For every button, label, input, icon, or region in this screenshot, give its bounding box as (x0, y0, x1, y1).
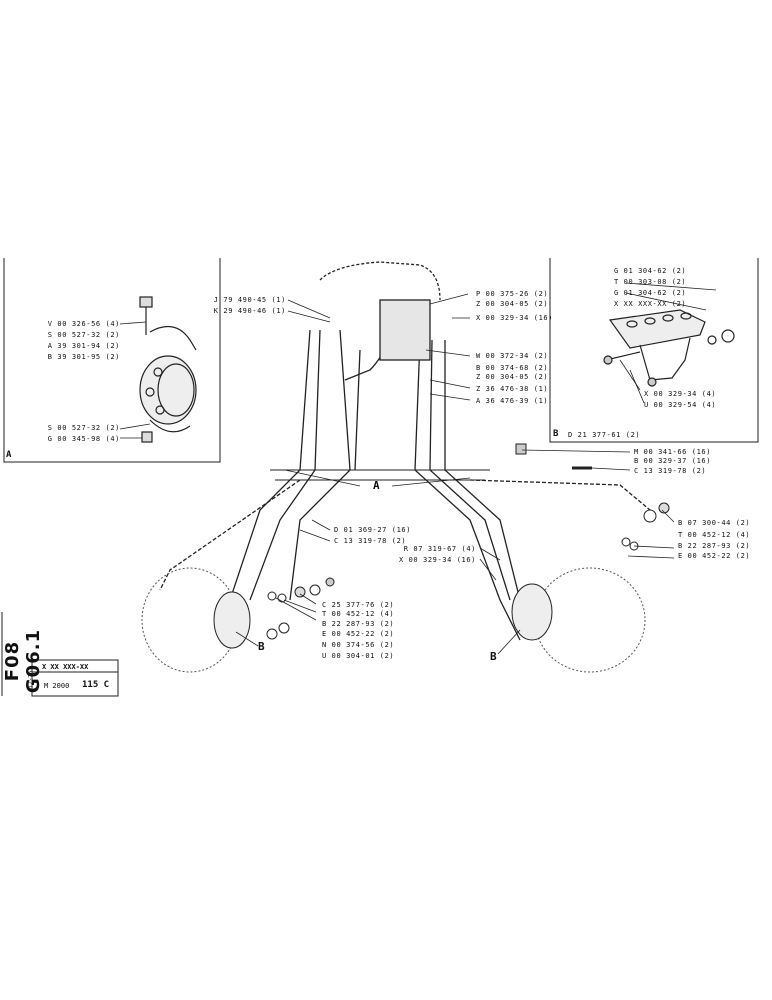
detail-b-frame (549, 258, 759, 443)
title-block-model: M 2000 (44, 682, 70, 690)
part-label: E 00 452-22 (2) (322, 630, 395, 638)
part-label: M 00 341-66 (16) (634, 448, 712, 456)
title-block-frame (31, 659, 119, 697)
part-label: B 22 287-93 (2) (678, 542, 751, 550)
detail-b-letter: B (553, 429, 559, 439)
part-label: V 00 326-56 (4) (47, 320, 120, 328)
part-label: A 39 301-94 (2) (47, 342, 120, 350)
part-label: P 00 375-26 (2) (476, 290, 549, 298)
part-label: Z 36 476-38 (1) (476, 385, 549, 393)
part-label: B 00 329-37 (16) (634, 457, 712, 465)
part-label: B 00 374-68 (2) (476, 364, 549, 372)
part-label: X XX XXX-XX (2) (614, 300, 687, 308)
title-block-ref: X XX XXX-XX (42, 663, 89, 671)
part-label: G 00 345-98 (4) (47, 435, 120, 443)
detail-b-block (603, 309, 735, 387)
part-label: U 00 304-01 (2) (322, 652, 395, 660)
part-label: B 22 287-93 (2) (322, 620, 395, 628)
detail-a-assembly (139, 296, 197, 443)
part-label: D 01 369-27 (16) (334, 526, 412, 534)
leader-lines (119, 282, 717, 655)
part-label: C 13 319-78 (2) (334, 537, 407, 545)
part-label: S 00 527-32 (2) (47, 424, 120, 432)
part-label: K 29 490-46 (1) (213, 307, 286, 315)
callout-b-right: B (490, 650, 497, 663)
part-label: E 00 452-22 (2) (678, 552, 751, 560)
part-label: Z 00 304-05 (2) (476, 373, 549, 381)
part-label: X 00 329-34 (4) (644, 390, 717, 398)
part-label: X 00 329-34 (16) (398, 556, 476, 564)
part-label: C 13 319-78 (2) (634, 467, 707, 475)
part-label: U 00 329-54 (4) (644, 401, 717, 409)
part-label: T 00 303-08 (2) (614, 278, 687, 286)
part-label: G 01 304-62 (2) (614, 267, 687, 275)
fittings (266, 443, 670, 640)
sheet-code: F08 G06.1 (2, 628, 44, 694)
detail-b-ref: D 21 377-61 (2) (568, 431, 641, 439)
part-label: B 07 300-44 (2) (678, 519, 751, 527)
title-block-variant: 115 C (82, 680, 110, 690)
part-label: A 36 476-39 (1) (476, 397, 549, 405)
detail-a-frame (3, 258, 221, 463)
part-label: T 00 452-12 (4) (678, 531, 751, 539)
part-label: G 01 304-62 (2) (614, 289, 687, 297)
part-label: J 79 490-45 (1) (213, 296, 286, 304)
part-label: W 00 372-34 (2) (476, 352, 549, 360)
part-label: X 00 329-34 (16) (476, 314, 554, 322)
part-label: T 00 452-12 (4) (322, 610, 395, 618)
part-label: S 00 527-32 (2) (47, 331, 120, 339)
part-label: N 00 374-56 (2) (322, 641, 395, 649)
part-label: Z 00 304-05 (2) (476, 300, 549, 308)
part-label: B 39 301-95 (2) (47, 353, 120, 361)
wheel-hubs (141, 567, 646, 673)
date-code: 12-76 (27, 670, 35, 689)
hose-frame (159, 261, 651, 641)
callout-b-left: B (258, 640, 265, 653)
detail-a-letter: A (6, 450, 12, 460)
callout-a: A (373, 479, 380, 492)
part-label: R 07 319-67 (4) (403, 545, 476, 553)
part-label: C 25 377-76 (2) (322, 601, 395, 609)
